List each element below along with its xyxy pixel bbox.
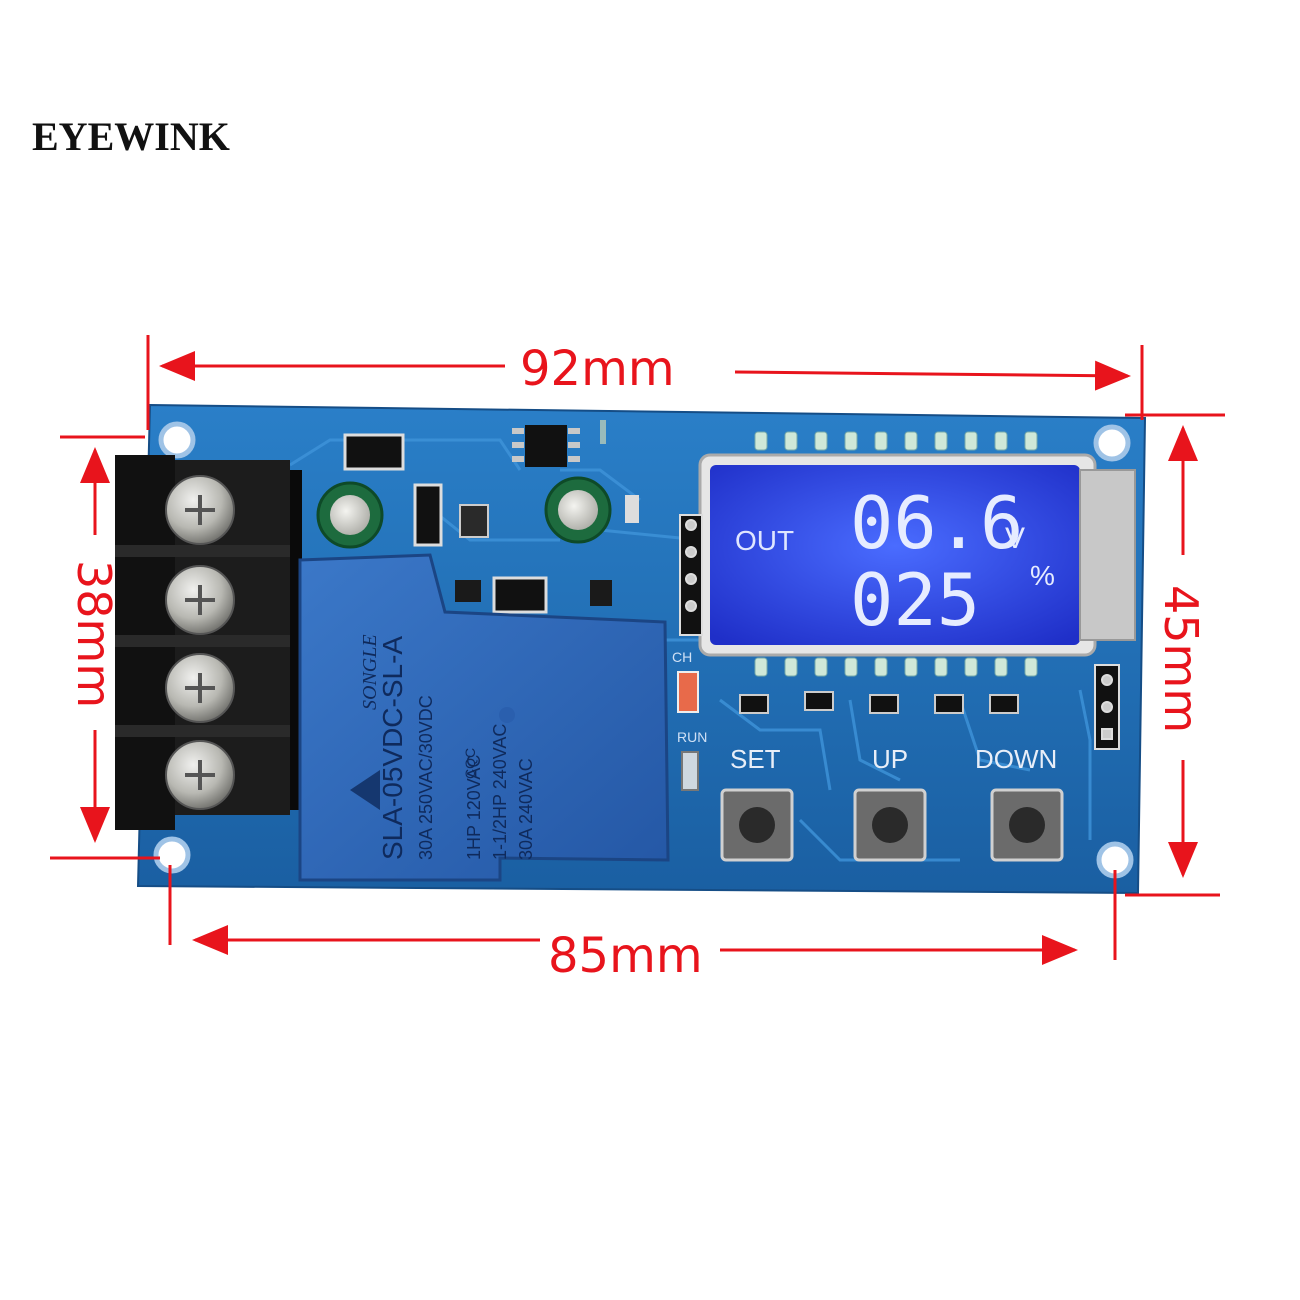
smd-components xyxy=(343,420,639,614)
lcd-pins xyxy=(754,431,1038,677)
svg-text:30A 250VAC/30VDC: 30A 250VAC/30VDC xyxy=(416,695,436,860)
capacitor xyxy=(316,476,612,549)
ch-label: CH xyxy=(672,649,692,665)
lcd-voltage: 06.6 xyxy=(850,481,1023,565)
mounting-hole xyxy=(153,836,191,874)
dimension-bottom: 85mm xyxy=(548,928,703,984)
cqc-mark: CQC xyxy=(462,748,478,779)
lcd-percent-unit: % xyxy=(1030,560,1055,591)
run-label: RUN xyxy=(677,729,707,745)
svg-text:30A 240VAC: 30A 240VAC xyxy=(516,758,536,860)
mounting-hole xyxy=(158,421,196,459)
down-button-group[interactable]: DOWN xyxy=(975,744,1064,862)
mounting-hole xyxy=(1093,424,1131,462)
relay-label: SONGLE SLA-05VDC-SL-A 30A 250VAC/30VDC 1… xyxy=(359,634,536,860)
ch-led xyxy=(677,671,699,713)
lcd-percent: 025 xyxy=(850,558,980,642)
set-label: SET xyxy=(730,744,781,774)
lcd-display: OUT 06.6 V 025 % xyxy=(698,453,1136,657)
svg-text:1HP 120VAC: 1HP 120VAC xyxy=(464,755,484,860)
up-label: UP xyxy=(872,744,908,774)
relay: SONGLE SLA-05VDC-SL-A 30A 250VAC/30VDC 1… xyxy=(298,553,670,882)
set-button-group[interactable]: SET xyxy=(720,744,794,862)
dimension-left: 38mm xyxy=(67,560,121,708)
brand-logo: EYEWINK xyxy=(32,114,230,159)
terminal-block xyxy=(115,455,302,830)
run-led xyxy=(681,751,699,791)
terminal-screw xyxy=(165,740,235,810)
dimension-right: 45mm xyxy=(1154,585,1208,733)
lcd-out-label: OUT xyxy=(735,525,794,556)
down-label: DOWN xyxy=(975,744,1057,774)
header-pins xyxy=(679,514,1120,750)
up-button-group[interactable]: UP xyxy=(853,744,927,862)
dimension-lines xyxy=(50,335,1225,965)
terminal-screw xyxy=(165,653,235,723)
indicator-leds: CH RUN xyxy=(672,649,707,791)
terminal-screw xyxy=(165,475,235,545)
svg-text:1-1/2HP 240VAC: 1-1/2HP 240VAC xyxy=(490,724,510,860)
lcd-voltage-unit: V xyxy=(1005,522,1025,555)
svg-text:SLA-05VDC-SL-A: SLA-05VDC-SL-A xyxy=(377,636,408,860)
dimension-top: 92mm xyxy=(520,341,675,397)
terminal-screw xyxy=(165,565,235,635)
svg-text:SONGLE: SONGLE xyxy=(359,634,381,710)
